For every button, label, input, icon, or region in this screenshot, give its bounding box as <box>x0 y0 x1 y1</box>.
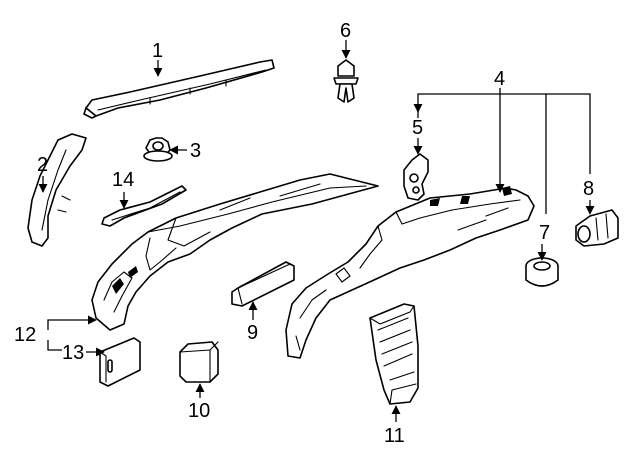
part-6-push-clip[interactable] <box>333 59 359 103</box>
callout-2: 2 <box>37 154 48 176</box>
part-7-grommet[interactable] <box>525 257 559 287</box>
leader-12-lower <box>47 340 62 351</box>
callout-1: 1 <box>152 40 163 62</box>
part-14-strip[interactable] <box>101 185 187 227</box>
callout-7: 7 <box>539 222 550 244</box>
callout-9: 9 <box>247 322 258 344</box>
part-10-block[interactable] <box>179 341 219 383</box>
part-9-foam-block[interactable] <box>231 261 295 307</box>
part-3-nut[interactable] <box>143 137 173 162</box>
leader-12-upper <box>47 315 97 330</box>
part-2-pillar-trim[interactable] <box>27 133 87 247</box>
callout-12: 12 <box>14 324 36 346</box>
part-5-bracket[interactable] <box>403 153 429 201</box>
part-13-plate[interactable] <box>99 337 141 387</box>
part-11-duct[interactable] <box>369 303 419 405</box>
callout-6: 6 <box>340 20 351 42</box>
callout-11: 11 <box>384 425 405 447</box>
left-panel-assembly[interactable] <box>91 173 379 331</box>
callout-10: 10 <box>188 400 210 422</box>
callout-5: 5 <box>412 117 423 139</box>
callout-14: 14 <box>112 169 134 191</box>
part-1-upper-molding[interactable] <box>83 59 275 119</box>
part-4-main-assembly[interactable] <box>285 186 535 359</box>
callout-4: 4 <box>494 68 505 90</box>
callout-8: 8 <box>583 178 594 200</box>
part-8-cover[interactable] <box>575 209 619 247</box>
callout-13: 13 <box>62 342 84 364</box>
callout-3: 3 <box>190 140 201 162</box>
leader-4-bracket <box>417 93 591 174</box>
